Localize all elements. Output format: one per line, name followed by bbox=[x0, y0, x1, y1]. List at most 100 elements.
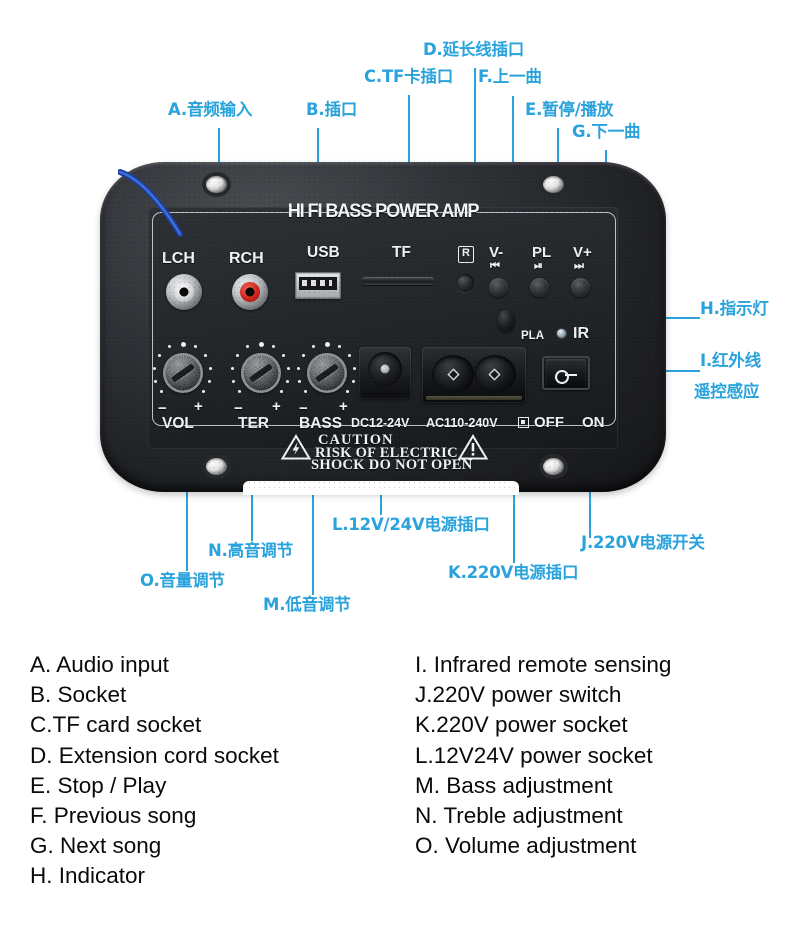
caution-line-3: SHOCK DO NOT OPEN bbox=[311, 457, 473, 473]
button-previous-volume-down[interactable] bbox=[489, 278, 508, 297]
tf-card-slot bbox=[362, 277, 434, 285]
knob-treble-cap[interactable] bbox=[241, 353, 281, 393]
knob-treble-scale bbox=[230, 342, 292, 404]
label-bass-plus: + bbox=[339, 398, 348, 415]
mounting-hole-top-right bbox=[543, 176, 564, 193]
knob-bass[interactable] bbox=[296, 342, 358, 404]
callout-n: N.高音调节 bbox=[208, 541, 293, 560]
infrared-receiver bbox=[497, 310, 515, 332]
callout-i-line2: 遥控感应 bbox=[694, 382, 760, 401]
button-play-pause[interactable] bbox=[530, 278, 549, 297]
label-play: PL bbox=[532, 244, 552, 261]
label-vol-down: V- bbox=[489, 244, 504, 261]
knob-treble[interactable] bbox=[230, 342, 292, 404]
legend-item-c: C.TF card socket bbox=[30, 712, 202, 738]
label-rch: RCH bbox=[229, 250, 264, 267]
callout-k: K.220V电源插口 bbox=[448, 563, 579, 582]
indicator-led bbox=[557, 329, 566, 338]
label-dc-input: DC12-24V bbox=[351, 416, 410, 430]
label-vol-up: V+ bbox=[573, 244, 592, 261]
label-ir: IR bbox=[573, 325, 589, 342]
ac-rating-box-icon bbox=[518, 417, 529, 428]
extension-cord-jack bbox=[456, 274, 474, 292]
callout-h: H.指示灯 bbox=[700, 299, 769, 318]
label-volume-minus: − bbox=[158, 400, 167, 417]
label-bass-minus: − bbox=[299, 400, 308, 417]
rca-jack-right bbox=[232, 274, 268, 310]
label-treble-minus: − bbox=[234, 400, 243, 417]
leader-line-m bbox=[312, 430, 315, 595]
callout-l: L.12V/24V电源插口 bbox=[332, 515, 490, 534]
label-volume: VOL bbox=[162, 415, 194, 432]
ac-socket-figure8 bbox=[432, 355, 516, 393]
legend-item-e: E. Stop / Play bbox=[30, 772, 167, 798]
label-volume-plus: + bbox=[194, 398, 203, 415]
legend-item-f: F. Previous song bbox=[30, 803, 197, 829]
ac-power-socket bbox=[422, 347, 526, 403]
button-next-volume-up[interactable] bbox=[571, 278, 590, 297]
mounting-hole-bottom-left bbox=[206, 458, 227, 475]
usb-port bbox=[295, 272, 341, 299]
leader-line-d bbox=[474, 68, 477, 240]
knob-bass-scale bbox=[296, 342, 358, 404]
knob-bass-cap[interactable] bbox=[307, 353, 347, 393]
legend-item-g: G. Next song bbox=[30, 833, 162, 859]
legend-item-i: I. Infrared remote sensing bbox=[415, 652, 672, 677]
knob-volume-cap[interactable] bbox=[163, 353, 203, 393]
legend-item-n: N. Treble adjustment bbox=[415, 803, 623, 829]
amplifier-board: HI FI BASS POWER AMP LCH RCH USB TF R V-… bbox=[100, 162, 666, 495]
callout-c: C.TF卡插口 bbox=[364, 67, 454, 86]
callout-f: F.上一曲 bbox=[478, 67, 542, 86]
legend-item-d: D. Extension cord socket bbox=[30, 742, 279, 768]
power-rocker-switch[interactable] bbox=[542, 356, 590, 390]
legend-item-k: K.220V power socket bbox=[415, 712, 628, 738]
label-ac-input: AC110-240V bbox=[426, 416, 498, 430]
legend-item-j: J.220V power switch bbox=[415, 682, 622, 708]
label-lch: LCH bbox=[162, 250, 195, 267]
rca-jack-left bbox=[166, 274, 202, 310]
legend-column-left: A. Audio input B. Socket C.TF card socke… bbox=[30, 650, 279, 892]
icon-play-pause: ⏯ bbox=[534, 260, 543, 272]
caution-lightning-triangle-icon bbox=[281, 434, 311, 460]
leader-line-o bbox=[186, 430, 189, 571]
caution-exclamation-triangle-icon bbox=[458, 434, 488, 460]
label-treble-plus: + bbox=[272, 398, 281, 415]
power-on-symbol-icon bbox=[565, 374, 577, 377]
label-pla: PLA bbox=[521, 330, 544, 342]
legend-column-right: I. Infrared remote sensing J.220V power … bbox=[415, 650, 671, 861]
callout-d: D.延长线插口 bbox=[423, 40, 525, 59]
board-faceplate bbox=[148, 207, 618, 449]
label-usb: USB bbox=[307, 244, 340, 261]
silkscreen-border bbox=[152, 212, 616, 426]
ac-rating-box-fill-icon bbox=[521, 420, 525, 424]
legend-item-m: M. Bass adjustment bbox=[415, 772, 613, 798]
label-bass: BASS bbox=[299, 415, 343, 432]
board-bottom-notch bbox=[243, 481, 519, 495]
mounting-hole-top-left bbox=[206, 176, 227, 193]
board-title: HI FI BASS POWER AMP bbox=[287, 200, 480, 222]
icon-next-track: ⏭ bbox=[574, 260, 584, 272]
label-tf: TF bbox=[392, 244, 411, 261]
legend-item-l: L.12V24V power socket bbox=[415, 742, 653, 768]
caution-heading: CAUTION bbox=[318, 432, 394, 448]
legend-item-a: A. Audio input bbox=[30, 652, 169, 677]
extension-jack-r-icon: R bbox=[458, 246, 474, 263]
legend-item-o: O. Volume adjustment bbox=[415, 833, 637, 859]
knob-volume[interactable] bbox=[152, 342, 214, 404]
callout-m: M.低音调节 bbox=[263, 595, 351, 614]
caution-line-2: RISK OF ELECTRIC bbox=[315, 445, 458, 461]
power-switch-face[interactable] bbox=[546, 359, 586, 387]
mounting-hole-bottom-right bbox=[543, 458, 564, 475]
label-treble: TER bbox=[238, 415, 269, 432]
knob-volume-scale bbox=[152, 342, 214, 404]
label-switch-off: OFF bbox=[534, 414, 564, 431]
dc-power-socket bbox=[359, 347, 411, 399]
callout-b: B.插口 bbox=[306, 100, 358, 119]
icon-prev-track: ⏮ bbox=[490, 260, 500, 272]
callout-a: A.音频输入 bbox=[168, 100, 253, 119]
label-switch-on: ON bbox=[582, 414, 605, 431]
callout-j: J.220V电源开关 bbox=[581, 533, 705, 552]
blue-wire bbox=[118, 169, 183, 237]
callout-e: E.暂停/播放 bbox=[525, 100, 614, 119]
power-off-symbol-icon bbox=[555, 370, 569, 384]
